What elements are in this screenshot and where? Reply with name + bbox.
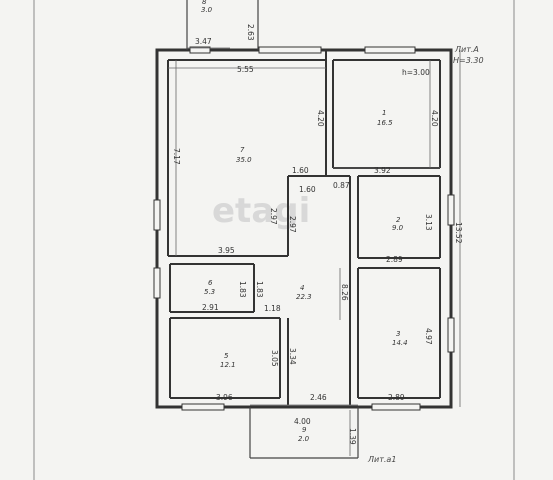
dim-13-52: 13.52	[454, 222, 463, 244]
dim-3-96: 3.96	[216, 393, 233, 402]
top-extension	[186, 0, 259, 50]
dim-1-60-b: 1.60	[299, 185, 316, 194]
interior-walls	[167, 50, 441, 405]
windows	[153, 46, 455, 411]
room-4-number: 4	[300, 284, 304, 292]
room-2-area: 9.0	[392, 224, 404, 232]
room-9-area: 2.0	[298, 435, 310, 443]
room-1-area: 16.5	[377, 119, 393, 127]
room-7-area: 35.0	[236, 156, 252, 164]
dim-1-39: 1.39	[348, 428, 357, 445]
room-8-number: 8	[202, 0, 207, 6]
dim-2-97-b: 2.97	[288, 216, 297, 233]
lit-a-height-label: Н=3.30	[453, 56, 484, 65]
dim-4-20-b: 4.20	[430, 110, 439, 127]
dim-7-17: 7.17	[172, 148, 181, 165]
dim-3-13: 3.13	[424, 214, 433, 231]
room-1-number: 1	[382, 109, 386, 117]
room-8-area: 3.0	[201, 6, 213, 14]
lit-a-label: Лит.А	[454, 45, 479, 54]
room-3-area: 14.4	[392, 339, 408, 347]
dim-3-95: 3.95	[218, 246, 235, 255]
dim-4-97: 4.97	[424, 328, 433, 345]
dim-2-89-b: 2.89	[388, 393, 405, 402]
dim-5-55: 5.55	[237, 65, 254, 74]
dim-3-34: 3.34	[288, 348, 297, 365]
watermark: etagi	[212, 191, 310, 231]
dim-2-63: 2.63	[246, 24, 255, 41]
dim-0-87: 0.87	[333, 181, 350, 190]
dim-1-83-a: 1.83	[238, 281, 247, 298]
room-6-number: 6	[208, 279, 213, 287]
dim-1-18: 1.18	[264, 304, 281, 313]
room-4-area: 22.3	[296, 293, 312, 301]
room-2-number: 2	[396, 216, 401, 224]
lit-a1-label: Лит.а1	[367, 455, 396, 464]
room-6-area: 5.3	[204, 288, 215, 296]
dim-4-00: 4.00	[294, 417, 311, 426]
room-3-number: 3	[396, 330, 400, 338]
dim-1-60-a: 1.60	[292, 166, 309, 175]
room-7-number: 7	[240, 146, 245, 154]
ceiling-height-label: h=3.00	[402, 68, 430, 77]
dim-2-46: 2.46	[310, 393, 327, 402]
room-5-area: 12.1	[220, 361, 236, 369]
dimension-lines	[168, 47, 461, 456]
dim-2-91: 2.91	[202, 303, 219, 312]
dim-3-47: 3.47	[195, 37, 212, 46]
porch	[249, 407, 359, 459]
dim-1-83-b: 1.83	[255, 281, 264, 298]
dim-3-92: 3.92	[374, 166, 391, 175]
dim-3-05: 3.05	[270, 350, 279, 367]
room-9-number: 9	[302, 426, 307, 434]
room-5-number: 5	[224, 352, 229, 360]
dim-4-20-a: 4.20	[316, 110, 325, 127]
dim-2-97-a: 2.97	[269, 208, 278, 225]
dim-8-26: 8.26	[340, 284, 349, 301]
dim-2-89-a: 2.89	[386, 255, 403, 264]
